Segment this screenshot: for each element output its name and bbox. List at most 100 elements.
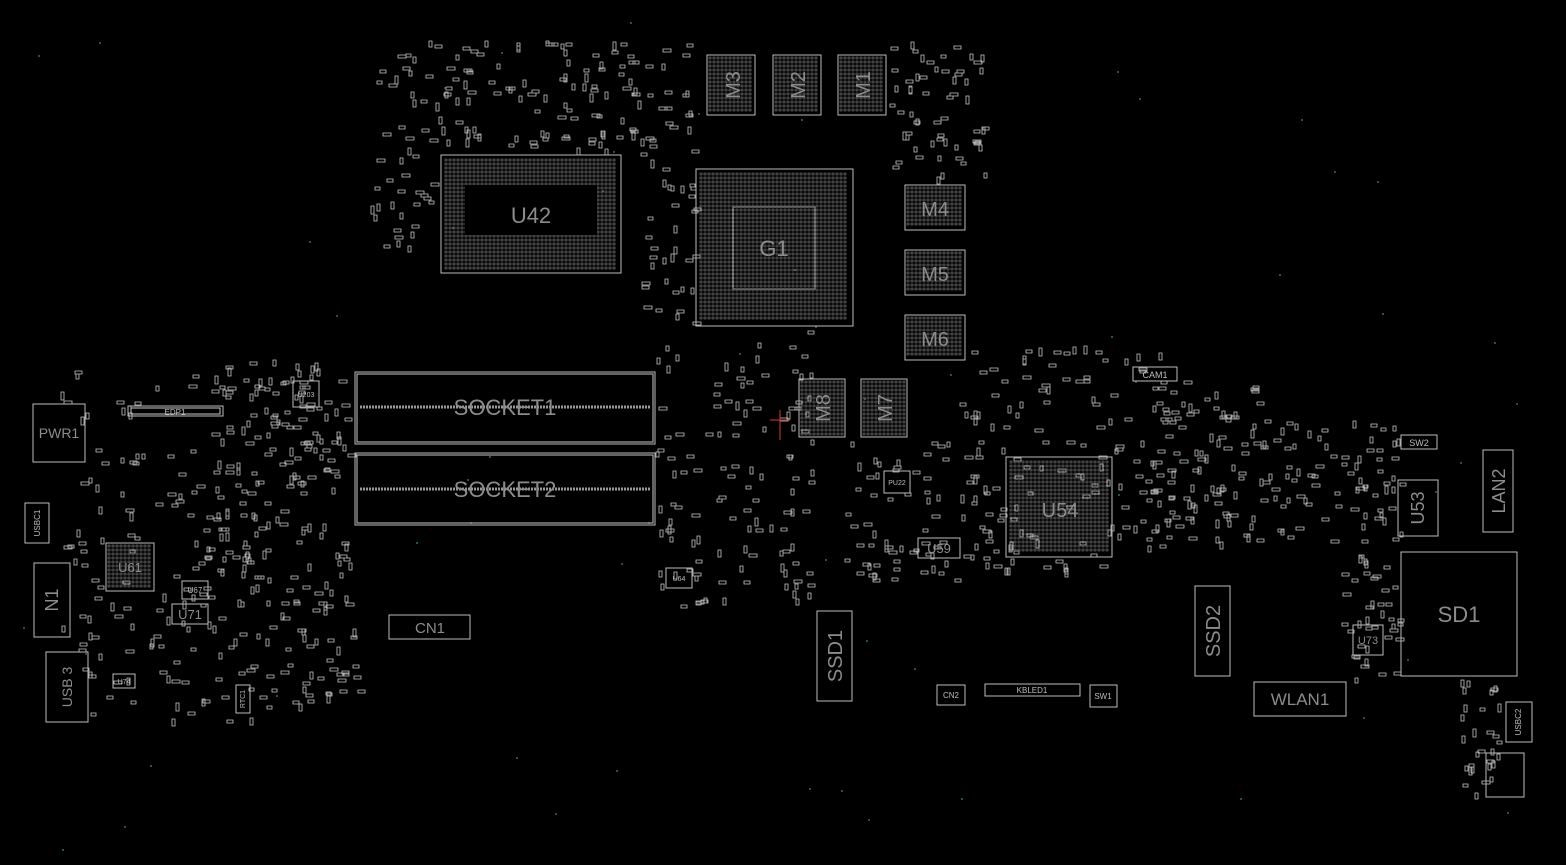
component-u203[interactable]: U203 xyxy=(292,380,320,408)
via xyxy=(1516,403,1518,405)
via xyxy=(85,653,87,655)
component-u74[interactable]: U74 xyxy=(112,673,136,689)
component-pu22-label: PU22 xyxy=(888,480,906,487)
component-sd1[interactable]: SD1 xyxy=(1400,551,1518,677)
component-rtc1[interactable]: RTC1 xyxy=(235,684,251,714)
component-u64[interactable]: U64 xyxy=(665,567,693,589)
component-pu22[interactable]: PU22 xyxy=(883,470,911,494)
component-n1[interactable]: N1 xyxy=(33,562,71,638)
component-m5-label: M5 xyxy=(921,264,949,286)
component-cam1[interactable]: CAM1 xyxy=(1132,366,1178,382)
component-u59-label: U59 xyxy=(927,541,951,556)
component-ssd1[interactable]: SSD1 xyxy=(816,610,853,702)
component-cn2-label: CN2 xyxy=(943,691,960,700)
via xyxy=(309,241,311,243)
component-u54[interactable]: U54 xyxy=(1005,456,1113,558)
via xyxy=(124,826,126,828)
component-m2-label: M2 xyxy=(788,71,810,99)
component-u73[interactable]: U73 xyxy=(1352,624,1384,656)
via xyxy=(316,441,318,443)
component-rtc1-label: RTC1 xyxy=(240,690,247,708)
via xyxy=(621,563,623,565)
via xyxy=(336,315,338,317)
via xyxy=(1240,798,1242,800)
component-m7[interactable]: M7 xyxy=(860,378,908,438)
via xyxy=(150,765,152,767)
component-socket2[interactable]: SOCKET2 xyxy=(354,452,656,526)
component-m6[interactable]: M6 xyxy=(904,314,966,361)
component-lan2[interactable]: LAN2 xyxy=(1482,449,1514,533)
component-m3[interactable]: M3 xyxy=(706,54,756,116)
component-m1-label: M1 xyxy=(853,71,875,99)
via xyxy=(516,757,518,759)
via xyxy=(1363,717,1365,719)
via xyxy=(809,788,811,790)
component-wlan1[interactable]: WLAN1 xyxy=(1253,681,1347,717)
component-usb3[interactable]: USB 3 xyxy=(45,651,89,723)
via xyxy=(616,770,618,772)
component-sw2[interactable]: SW2 xyxy=(1400,434,1438,450)
component-u73-label: U73 xyxy=(1358,635,1378,647)
via xyxy=(868,819,870,821)
component-usbc1[interactable]: USBC1 xyxy=(24,502,50,544)
component-u61[interactable]: U61 xyxy=(105,542,155,592)
component-u67[interactable]: U67 xyxy=(181,580,209,600)
component-u71-label: U71 xyxy=(178,607,202,622)
component-cn1[interactable]: CN1 xyxy=(388,614,471,640)
via xyxy=(914,668,916,670)
component-socket2-label: SOCKET2 xyxy=(454,477,557,502)
via xyxy=(1118,494,1120,496)
component-u61-label: U61 xyxy=(118,560,142,575)
component-usbc2-label: USBC2 xyxy=(1514,708,1523,735)
component-m3-label: M3 xyxy=(723,71,745,99)
component-u53-label: U53 xyxy=(1408,491,1428,524)
component-sw1-label: SW1 xyxy=(1094,692,1112,701)
via xyxy=(801,119,803,121)
via xyxy=(1377,181,1379,183)
component-u67-label: U67 xyxy=(188,586,203,595)
via xyxy=(613,151,615,153)
component-ssd2[interactable]: SSD2 xyxy=(1194,585,1231,677)
component-u71[interactable]: U71 xyxy=(171,603,209,625)
component-m1[interactable]: M1 xyxy=(837,54,887,116)
component-u64-label: U64 xyxy=(673,576,686,583)
component-m2[interactable]: M2 xyxy=(772,54,822,116)
component-u54-label: U54 xyxy=(1042,500,1079,522)
via xyxy=(1279,274,1281,276)
component-wlan1-label: WLAN1 xyxy=(1271,690,1330,709)
component-kbled1[interactable]: KBLED1 xyxy=(984,683,1081,697)
component-usbc2[interactable]: USBC2 xyxy=(1505,701,1533,743)
component-sd1-label: SD1 xyxy=(1438,602,1481,627)
via-dots xyxy=(23,22,1518,851)
component-kbled1-label: KBLED1 xyxy=(1017,686,1048,695)
component-cn1-label: CN1 xyxy=(415,620,445,637)
via xyxy=(698,113,700,115)
component-u42[interactable]: U42 xyxy=(440,154,622,274)
component-lan2-label: LAN2 xyxy=(1489,468,1509,513)
via xyxy=(23,627,25,629)
component-g1[interactable]: G1 xyxy=(695,168,854,327)
component-edp1[interactable]: EDP1 xyxy=(127,405,224,417)
component-pwr1[interactable]: PWR1 xyxy=(32,403,86,463)
component-u53[interactable]: U53 xyxy=(1397,479,1439,537)
component-socket1-label: SOCKET1 xyxy=(454,395,557,420)
via xyxy=(38,55,40,57)
component-m4[interactable]: M4 xyxy=(904,184,966,231)
component-u59[interactable]: U59 xyxy=(917,537,961,559)
component-sw1[interactable]: SW1 xyxy=(1089,684,1118,708)
via xyxy=(1111,336,1113,338)
component-n1-label: N1 xyxy=(42,588,62,611)
via xyxy=(630,22,632,24)
component-m8-label: M8 xyxy=(813,394,835,422)
component-m6-label: M6 xyxy=(921,329,949,351)
component-cn2[interactable]: CN2 xyxy=(936,684,966,706)
component-bottom-right-connector[interactable] xyxy=(1485,752,1525,798)
component-socket1[interactable]: SOCKET1 xyxy=(354,371,656,445)
component-edp1-label: EDP1 xyxy=(165,408,186,417)
component-cam1-label: CAM1 xyxy=(1142,370,1167,380)
component-m8[interactable]: M8 xyxy=(798,378,846,438)
component-m5[interactable]: M5 xyxy=(904,249,966,296)
via xyxy=(1334,171,1336,173)
via xyxy=(794,269,796,271)
